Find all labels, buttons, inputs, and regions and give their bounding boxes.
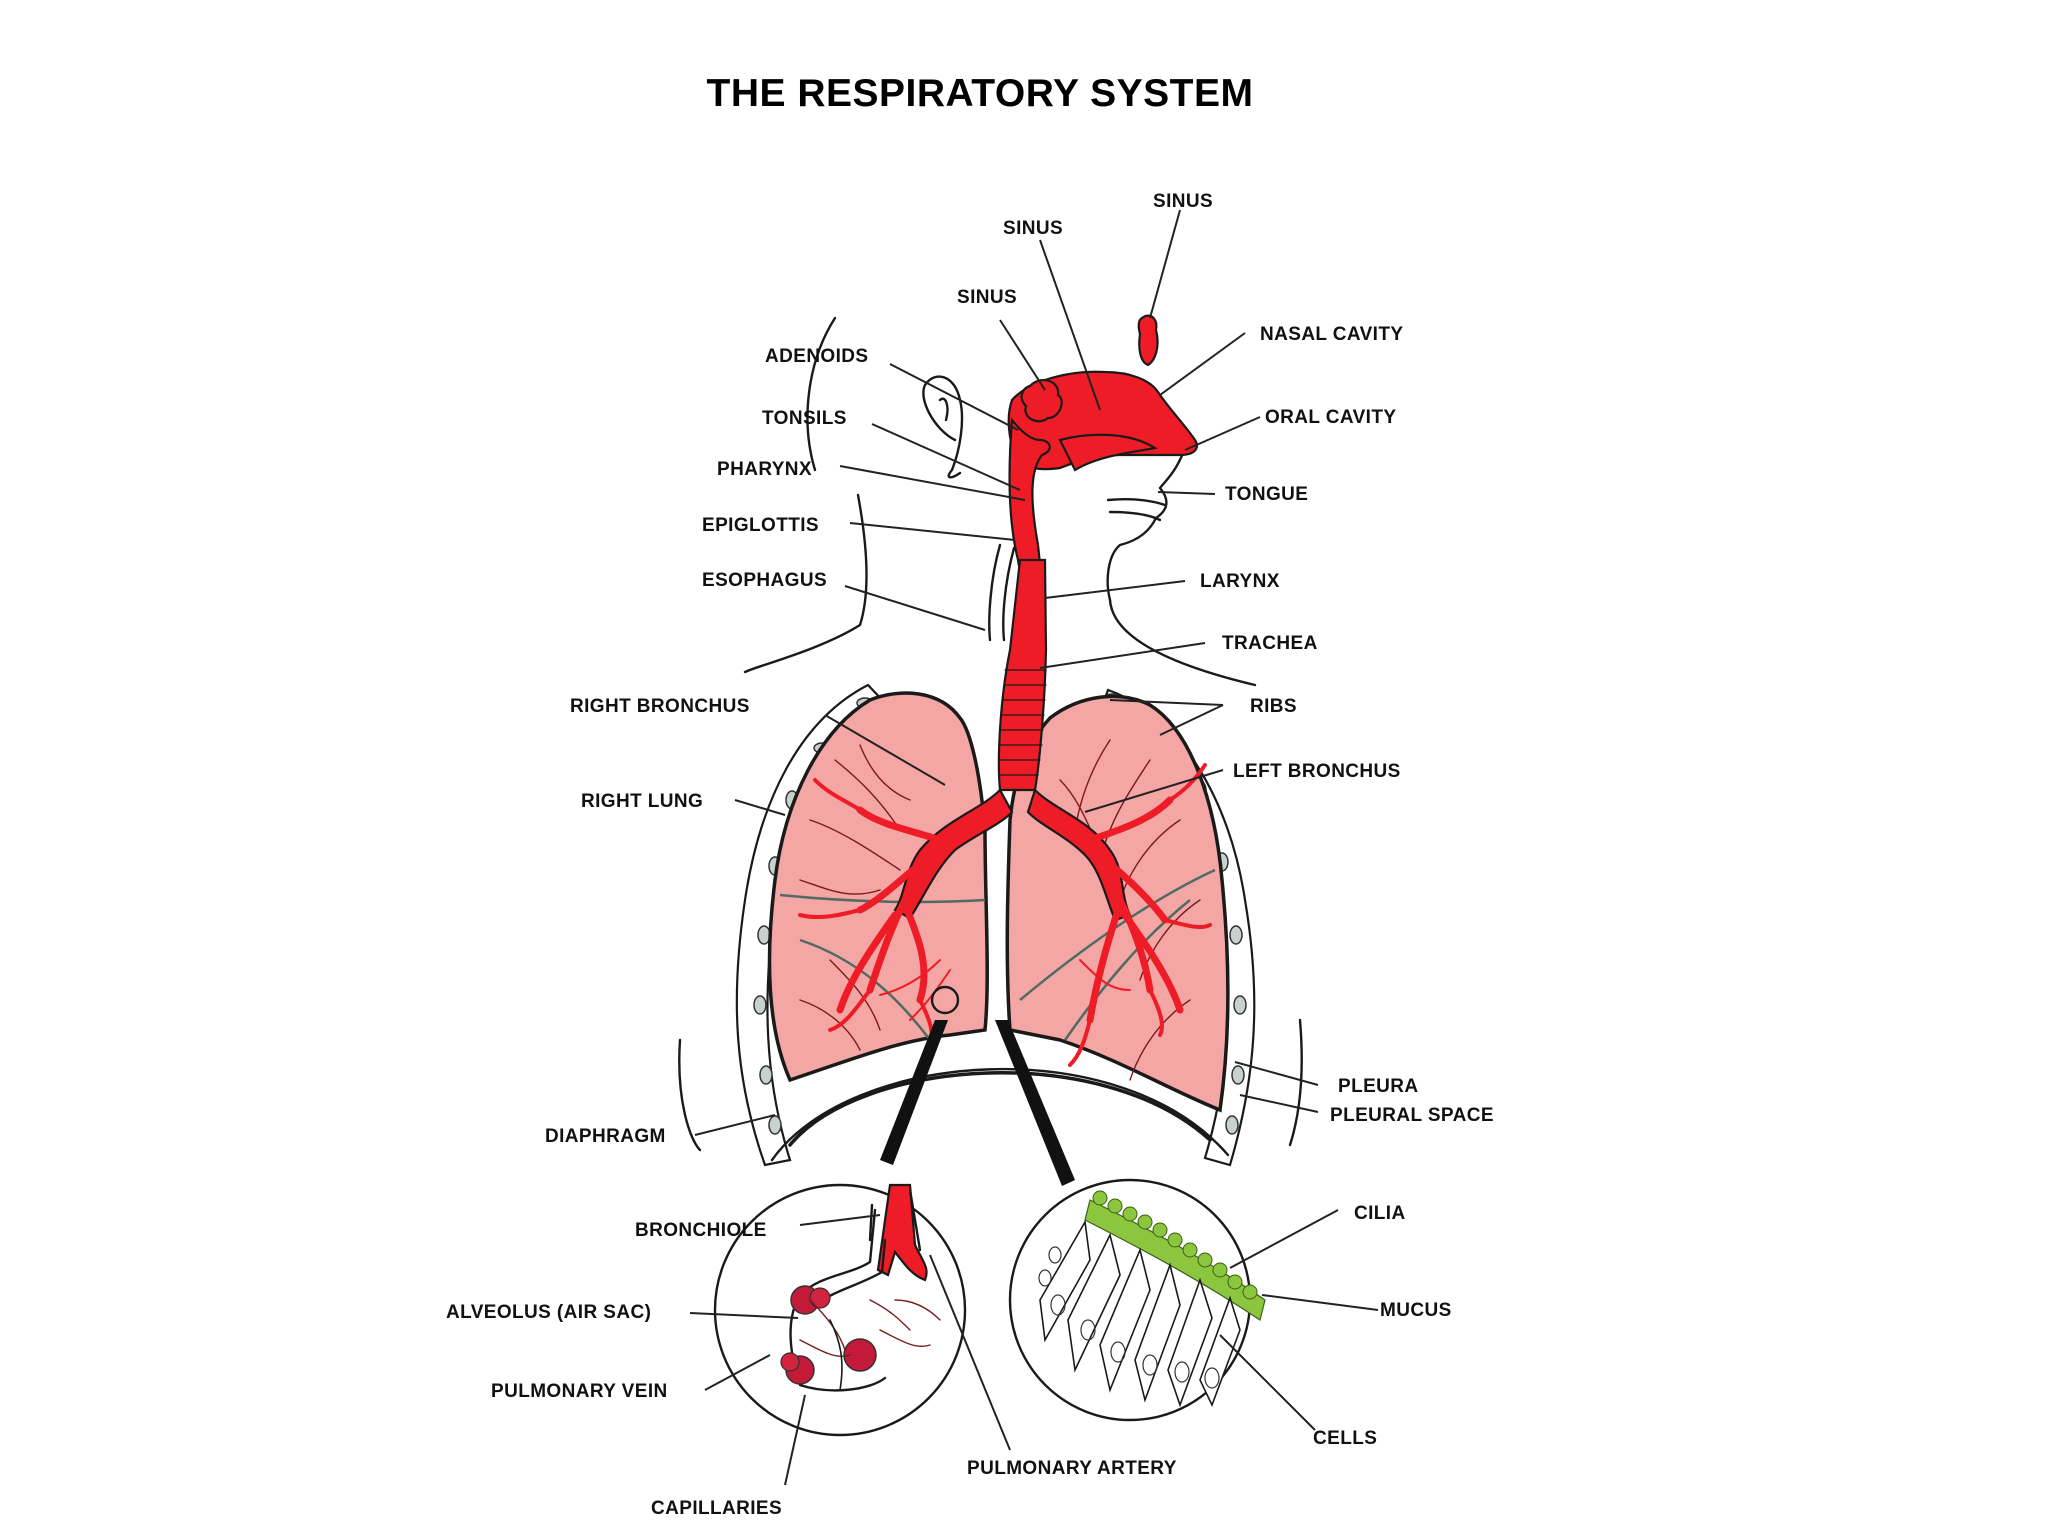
label-pulmonary-artery: PULMONARY ARTERY: [967, 1458, 1177, 1479]
label-sinus-top: SINUS: [1153, 191, 1213, 212]
label-epiglottis: EPIGLOTTIS: [702, 515, 819, 536]
label-pharynx: PHARYNX: [717, 459, 812, 480]
bronchiole-knot: [930, 985, 960, 1015]
label-adenoids: ADENOIDS: [765, 346, 869, 367]
label-pulmonary-vein: PULMONARY VEIN: [491, 1381, 668, 1402]
label-alveolus: ALVEOLUS (AIR SAC): [446, 1302, 651, 1323]
diagram-title: THE RESPIRATORY SYSTEM: [707, 72, 1254, 115]
cilia-inset: [1008, 1178, 1266, 1422]
label-ribs: RIBS: [1250, 696, 1297, 717]
leader-lines: [689, 209, 1379, 1486]
label-diaphragm: DIAPHRAGM: [545, 1126, 666, 1147]
callout-pointers: [880, 1020, 1075, 1186]
label-capillaries: CAPILLARIES: [651, 1498, 782, 1519]
label-cells: CELLS: [1313, 1428, 1377, 1449]
body-outline: [743, 316, 1257, 687]
esophagus: [988, 543, 1016, 642]
label-tonsils: TONSILS: [762, 408, 847, 429]
label-nasal-cavity: NASAL CAVITY: [1260, 324, 1403, 345]
label-right-lung: RIGHT LUNG: [581, 791, 703, 812]
label-left-bronchus: LEFT BRONCHUS: [1233, 761, 1401, 782]
label-right-bronchus: RIGHT BRONCHUS: [570, 696, 750, 717]
label-trachea: TRACHEA: [1222, 633, 1318, 654]
label-sinus-mid: SINUS: [1003, 218, 1063, 239]
bronchial-tree: [798, 763, 1212, 1067]
labels: SINUS SINUS SINUS NASAL CAVITY ADENOIDS …: [446, 191, 1494, 1519]
label-pleura: PLEURA: [1338, 1076, 1419, 1097]
label-sinus-left: SINUS: [957, 287, 1017, 308]
label-cilia: CILIA: [1354, 1203, 1406, 1224]
label-tongue: TONGUE: [1225, 484, 1308, 505]
diaphragm: [788, 1071, 1212, 1147]
label-oral-cavity: ORAL CAVITY: [1265, 407, 1396, 428]
label-larynx: LARYNX: [1200, 571, 1280, 592]
label-esophagus: ESOPHAGUS: [702, 570, 827, 591]
lung-vessels: [799, 739, 1201, 1081]
label-mucus: MUCUS: [1380, 1300, 1452, 1321]
alveoli-inset: [713, 1183, 967, 1437]
label-pleural-space: PLEURAL SPACE: [1330, 1105, 1494, 1126]
airway: [893, 314, 1198, 922]
label-bronchiole: BRONCHIOLE: [635, 1220, 767, 1241]
